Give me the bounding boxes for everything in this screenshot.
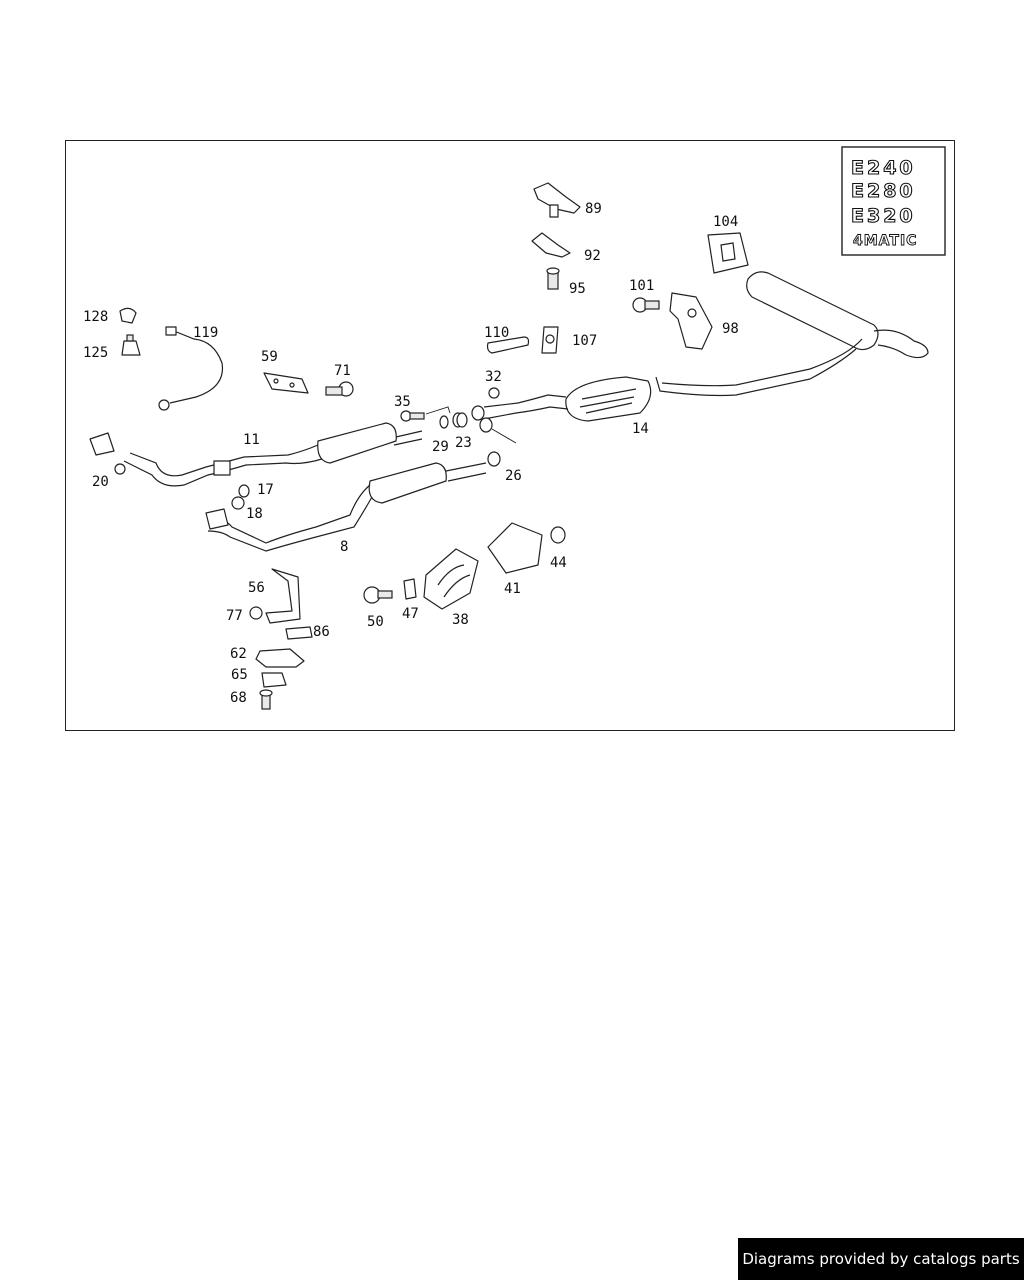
bolt-20 <box>114 463 126 475</box>
callout-18: 18 <box>246 506 263 522</box>
oxygen-sensor-119 <box>158 326 224 411</box>
callout-32: 32 <box>485 369 502 385</box>
front-pipe-11 <box>89 422 423 487</box>
model-badge: E240 E280 E320 4MATIC <box>841 146 946 256</box>
callout-128: 128 <box>83 309 108 325</box>
model-e240: E240 <box>851 157 916 179</box>
callout-47: 47 <box>402 606 419 622</box>
nut-44 <box>550 526 566 544</box>
front-pipe-8 <box>205 462 487 552</box>
callout-104: 104 <box>713 214 738 230</box>
mount-62 <box>255 648 305 668</box>
callout-56: 56 <box>248 580 265 596</box>
callout-119: 119 <box>193 325 218 341</box>
clamp-86 <box>285 626 313 640</box>
bracket-56 <box>265 568 301 624</box>
bolt-35 <box>400 410 425 422</box>
clip-128 <box>119 307 137 324</box>
callout-95: 95 <box>569 281 586 297</box>
clip-47 <box>403 578 417 600</box>
rear-silencer <box>655 271 929 397</box>
callout-98: 98 <box>722 321 739 337</box>
bolt-95 <box>546 267 560 290</box>
rubber-hanger-107 <box>541 326 559 354</box>
callout-107: 107 <box>572 333 597 349</box>
model-4matic: 4MATIC <box>853 233 917 249</box>
callout-8: 8 <box>340 539 348 555</box>
gasket-17 <box>238 484 250 498</box>
catalytic-converter-14 <box>483 376 652 422</box>
callout-86: 86 <box>313 624 330 640</box>
callout-38: 38 <box>452 612 469 628</box>
callout-110: 110 <box>484 325 509 341</box>
plate-65 <box>261 672 287 688</box>
exhaust-system-diagram: E240 E280 E320 4MATIC <box>83 146 946 710</box>
gasket-29 <box>439 415 449 429</box>
heat-shield-38 <box>423 548 479 610</box>
callout-89: 89 <box>585 201 602 217</box>
callout-50: 50 <box>367 614 384 630</box>
callout-23: 23 <box>455 435 472 451</box>
callout-71: 71 <box>334 363 351 379</box>
bolt-50 <box>363 586 393 604</box>
bracket-59 <box>263 372 309 394</box>
hanger-bracket-89 <box>533 182 581 218</box>
callout-29: 29 <box>432 439 449 455</box>
callout-35: 35 <box>394 394 411 410</box>
callout-labels: 89 92 95 104 101 98 128 119 125 110 107 … <box>83 201 739 706</box>
heat-shield-41 <box>487 522 543 574</box>
clamp-23 <box>452 412 468 428</box>
pipe-strap-110 <box>486 336 530 354</box>
callout-17: 17 <box>257 482 274 498</box>
gasket-18 <box>231 496 245 510</box>
bolt-71 <box>325 381 354 397</box>
callout-77: 77 <box>226 608 243 624</box>
callout-68: 68 <box>230 690 247 706</box>
callout-11: 11 <box>243 432 260 448</box>
diagram-frame: E240 E280 E320 4MATIC <box>65 140 955 731</box>
callout-44: 44 <box>550 555 567 571</box>
nut-32 <box>488 387 500 399</box>
rubber-mount-104 <box>707 232 749 274</box>
callout-65: 65 <box>231 667 248 683</box>
callout-92: 92 <box>584 248 601 264</box>
callout-41: 41 <box>504 581 521 597</box>
clip-125 <box>121 334 141 356</box>
callout-125: 125 <box>83 345 108 361</box>
callout-62: 62 <box>230 646 247 662</box>
bolt-101 <box>632 297 660 313</box>
hanger-bracket-92 <box>531 232 571 258</box>
nut-26 <box>487 451 501 467</box>
footer-banner: Diagrams provided by catalogs parts <box>738 1238 1024 1280</box>
flange-front-left <box>471 405 493 433</box>
callout-14: 14 <box>632 421 649 437</box>
callout-101: 101 <box>629 278 654 294</box>
callout-20: 20 <box>92 474 109 490</box>
nut-77 <box>249 606 263 620</box>
model-e320: E320 <box>851 205 916 227</box>
callout-59: 59 <box>261 349 278 365</box>
hanger-bracket-98 <box>669 292 713 350</box>
callout-26: 26 <box>505 468 522 484</box>
bolt-68 <box>259 689 273 710</box>
model-e280: E280 <box>851 180 916 202</box>
